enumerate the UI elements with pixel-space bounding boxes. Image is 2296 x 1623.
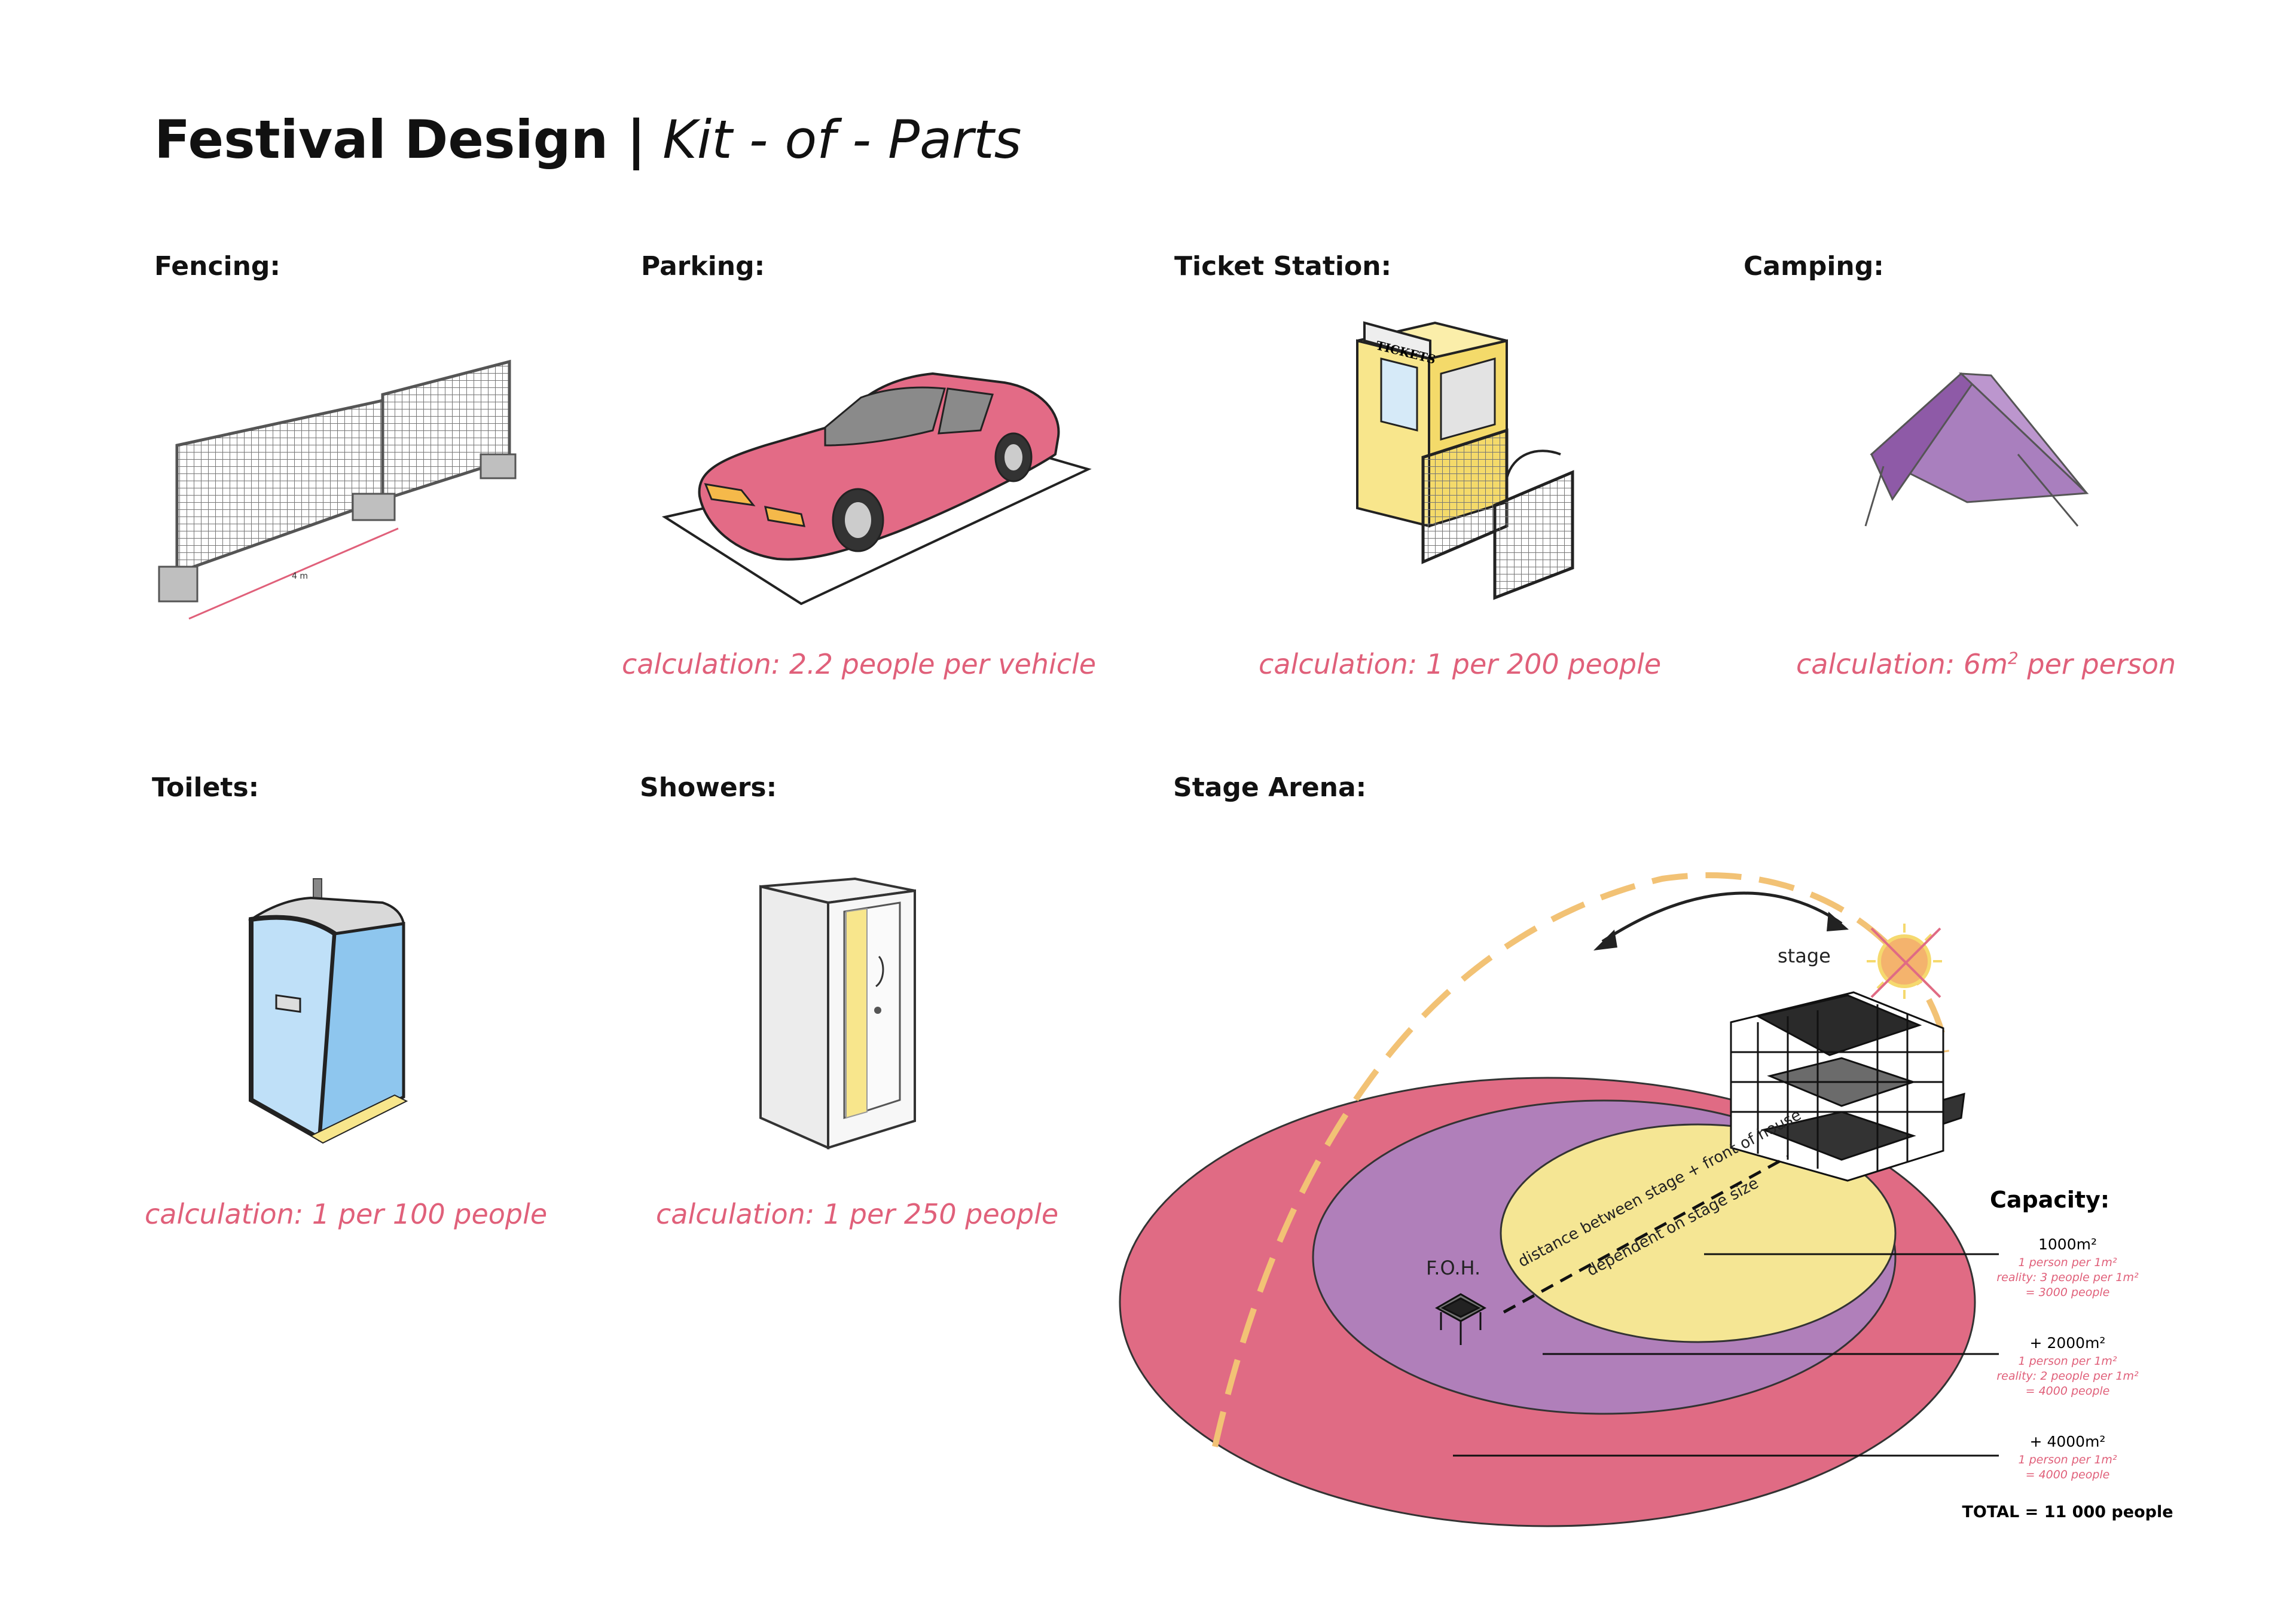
capacity-total: TOTAL = 11 000 people — [1962, 1503, 2173, 1521]
zone-1-line1: 1 person per 1m² — [2018, 1256, 2117, 1269]
showers-heading: Showers: — [640, 772, 777, 803]
ticket-heading: Ticket Station: — [1174, 251, 1392, 282]
title-bold: Festival Design | — [154, 109, 646, 170]
zone-2-line3: = 4000 people — [2026, 1384, 2110, 1398]
zone-2-line1: 1 person per 1m² — [2018, 1355, 2117, 1368]
toilets-heading: Toilets: — [152, 772, 259, 803]
sun-path-arc — [1212, 872, 1949, 1448]
stage-label: stage — [1778, 945, 1831, 967]
zone-1-line3: = 3000 people — [2026, 1286, 2110, 1299]
parking-heading: Parking: — [641, 251, 765, 282]
sun-movement-arrow — [1601, 891, 1843, 943]
fencing-heading: Fencing: — [154, 251, 281, 282]
showers-calculation: calculation: 1 per 250 people — [656, 1198, 1059, 1230]
inner-zone — [1500, 1123, 1897, 1343]
camping-calculation: calculation: 6m2 per person — [1796, 648, 2176, 680]
stage-structure-icon — [1730, 991, 1965, 1182]
zone-2-area: + 2000m² — [2030, 1334, 2106, 1352]
title-italic: Kit - of - Parts — [662, 109, 1022, 170]
foh-label: F.O.H. — [1426, 1257, 1480, 1279]
zone-3-line2: = 4000 people — [2026, 1468, 2110, 1481]
sun-icon — [1867, 924, 1942, 999]
toilets-calculation: calculation: 1 per 100 people — [145, 1198, 548, 1230]
zone-1-line2: reality: 3 people per 1m² — [1996, 1271, 2139, 1284]
parking-calculation: calculation: 2.2 people per vehicle — [622, 648, 1097, 680]
zone-2-line2: reality: 2 people per 1m² — [1996, 1370, 2139, 1383]
page-title: Festival Design | Kit - of - Parts — [154, 109, 1021, 170]
zone-3-area: + 4000m² — [2030, 1433, 2106, 1450]
capacity-title: Capacity: — [1990, 1187, 2109, 1213]
ticket-calculation: calculation: 1 per 200 people — [1259, 648, 1662, 680]
foh-tower-icon — [1434, 1293, 1487, 1345]
zone-3-line1: 1 person per 1m² — [2018, 1453, 2117, 1466]
stage-arena-heading: Stage Arena: — [1173, 772, 1367, 803]
zone-1-area: 1000m² — [2038, 1236, 2097, 1253]
camping-heading: Camping: — [1744, 251, 1884, 282]
